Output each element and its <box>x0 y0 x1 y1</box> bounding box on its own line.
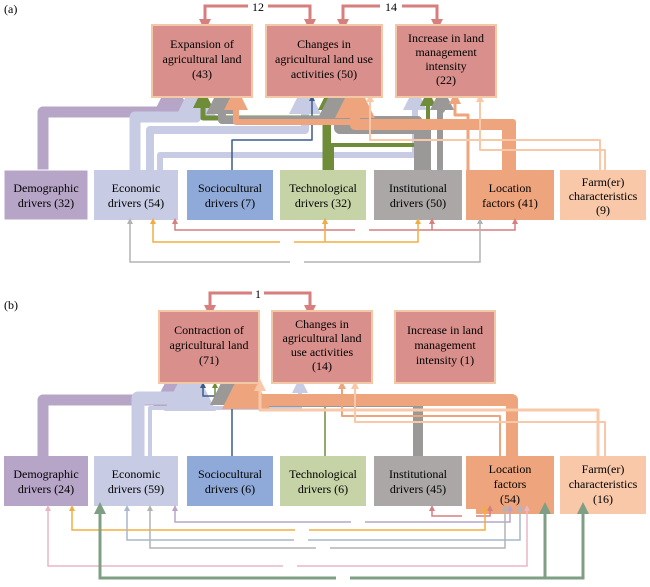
link-label-12: 12 <box>252 0 264 14</box>
panel-b-flows <box>37 359 606 456</box>
svg-text:Farm(er)characteristics(16): Farm(er)characteristics(16) <box>569 462 638 506</box>
panel-b-label: (b) <box>4 298 18 312</box>
link-label-1: 1 <box>255 287 261 301</box>
panel-b-top-links: 1 <box>204 287 316 317</box>
panel-a-top-links: 12 14 <box>199 0 443 31</box>
panel-b-bottom-links: 7 5 6 7 6 6 9 <box>45 502 589 584</box>
panel-b-driver-farmer: Farm(er)characteristics(16) <box>560 456 646 514</box>
svg-text:Farm(er)characteristics(9): Farm(er)characteristics(9) <box>569 175 638 217</box>
panel-a-label: (a) <box>4 2 17 16</box>
panel-a-flows <box>37 74 606 170</box>
panel-a-driver-farmer: Farm(er)characteristics(9) <box>560 170 646 220</box>
link-label-14: 14 <box>385 0 397 14</box>
panel-a-bottom-links: 6 5 7 <box>127 218 518 268</box>
